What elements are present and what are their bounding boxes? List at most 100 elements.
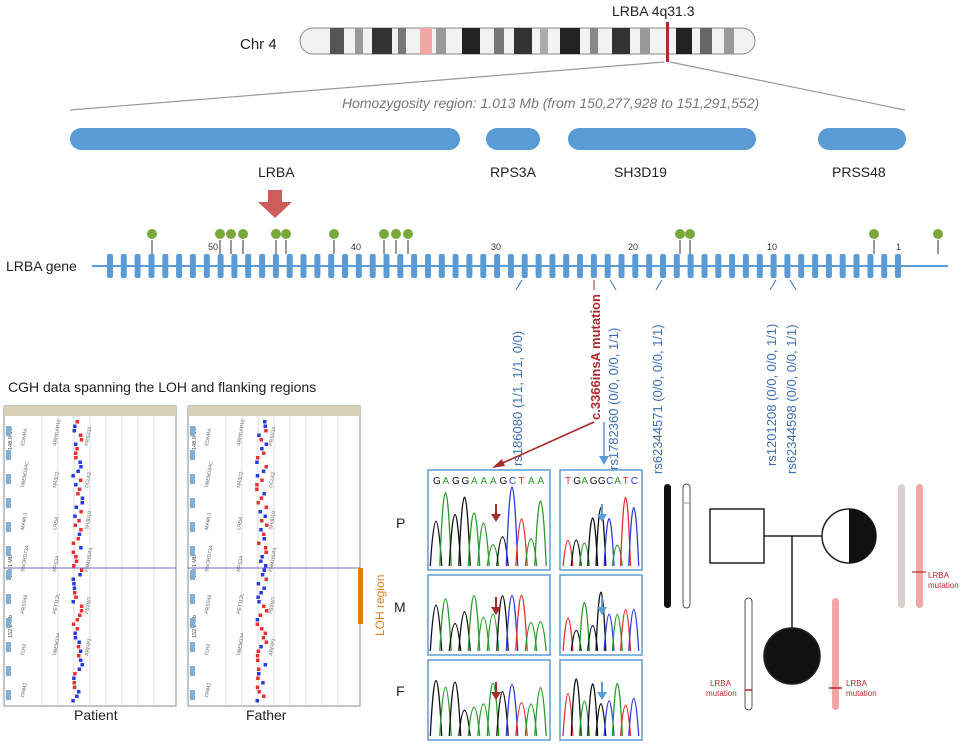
cgh-probe-red [77, 487, 82, 491]
cgh-gene-block [6, 450, 11, 460]
cgh-probe-blue [256, 595, 260, 599]
cgh-probe-blue [74, 483, 78, 487]
cgh-gene-label: PRSS48 [204, 594, 213, 614]
cgh-gene-label: SNORD73A [20, 544, 31, 572]
cgh-probe-blue [77, 640, 81, 644]
cgh-probe-red [71, 622, 76, 626]
cgh-gene-label: RPS3A [236, 555, 245, 573]
cgh-probe-blue [255, 460, 259, 464]
cgh-probe-blue [257, 433, 261, 437]
exon [895, 254, 901, 278]
trace-peak [534, 621, 547, 652]
base-call: G [462, 476, 470, 487]
base-call: A [538, 476, 545, 487]
cgh-probe-red [74, 456, 78, 460]
cgh-gene-label: ARHGAP10 [236, 419, 247, 447]
cgh-probe-red [256, 667, 261, 671]
cgh-gene-label: ARHGAP10 [52, 419, 63, 447]
exon [881, 254, 888, 278]
variant-leaders [515, 279, 797, 291]
exon [176, 254, 183, 278]
cgh-gene-label: MAML3 [204, 512, 213, 530]
pin-head [226, 229, 236, 239]
cgh-gene-block [190, 666, 195, 676]
exon [715, 254, 722, 278]
cgh-probe-blue [255, 618, 260, 622]
exon [784, 254, 791, 278]
cgh-probe-red [78, 433, 83, 437]
trace-peak [534, 500, 547, 567]
cgh-probe-red [258, 613, 263, 617]
trace-peak [467, 595, 481, 652]
cgh-gene-label: TLR2 [20, 643, 28, 656]
cgh-probe-red [78, 613, 82, 617]
exon [673, 254, 680, 278]
cgh-probe-blue [73, 631, 77, 635]
gene-label-prss48: PRSS48 [832, 164, 886, 180]
base-call: G [573, 476, 581, 487]
mother-half-fill [849, 509, 876, 563]
cgh-gene-label: RPS3A [52, 555, 61, 573]
base-call: G [598, 476, 606, 487]
exon [839, 254, 846, 278]
exon [411, 254, 418, 278]
cgh-probe-blue [74, 505, 79, 509]
cgh-gene-label: PRSS48 [20, 594, 29, 614]
cgh-probe-blue [264, 442, 269, 446]
cgh-probe-blue [260, 555, 264, 559]
exon [632, 254, 639, 278]
cgh-gene-label: ARFIP1 [84, 638, 93, 656]
cgh-probe-red [75, 627, 80, 631]
exon [259, 254, 266, 278]
trace-peak [562, 617, 574, 652]
cgh-probe-red [75, 618, 80, 622]
mother-mutation-label-1: LRBA [928, 571, 950, 580]
exon [162, 254, 169, 278]
cgh-header-bar [4, 406, 176, 416]
cgh-gene-label: ARFIP1 [268, 638, 277, 656]
base-call: A [490, 476, 497, 487]
patient-mutation-label-left-1: LRBA [710, 679, 732, 688]
lrba-gene-label: LRBA gene [6, 258, 77, 274]
trace-peak [429, 680, 443, 737]
base-call: C [509, 476, 516, 487]
cgh-probe-blue [80, 663, 84, 667]
chromosome-name: Chr 4 [240, 36, 277, 53]
base-call: A [481, 476, 488, 487]
exon [535, 254, 542, 278]
trace-peak [439, 598, 452, 652]
cgh-probe-red [78, 478, 83, 482]
trace-peak [515, 518, 528, 567]
cgh-gene-block [6, 474, 11, 484]
exon [466, 254, 473, 278]
cgh-probe-blue [262, 492, 266, 496]
cgh-probe-red [77, 519, 81, 523]
patient-mutation-label-left-2: mutation [706, 689, 737, 698]
cgh-probe-blue [262, 537, 266, 541]
trace-peak [578, 601, 591, 652]
cgh-gene-block [190, 474, 195, 484]
chromosome-ideogram [299, 22, 756, 62]
cgh-probe-red [264, 429, 268, 433]
cgh-probe-blue [71, 474, 75, 478]
base-call: G [500, 476, 508, 487]
exon [577, 254, 583, 278]
trace-peak [505, 486, 519, 567]
cgh-caption-father: Father [246, 707, 287, 723]
exon [742, 254, 749, 278]
cgh-gene-label: TMEM154 [236, 632, 246, 656]
cgh-probe-red [262, 451, 266, 455]
trace-arrow-icon [597, 607, 607, 615]
cgh-gene-label: TRIM2 [204, 682, 213, 698]
cgh-probe-red [261, 636, 266, 640]
cgh-gene-label: PRSS10 [268, 426, 277, 446]
cgh-probe-blue [77, 690, 81, 694]
variant-rs186080: rs186080 (1/1, 1/1, 0/0) [510, 331, 525, 466]
cgh-probe-blue [73, 514, 77, 518]
variant-c3366insa: c.3366insA mutation [588, 294, 603, 420]
cgh-probe-blue [78, 460, 82, 464]
trace-peak [515, 595, 528, 652]
cgh-gene-block [190, 594, 195, 604]
